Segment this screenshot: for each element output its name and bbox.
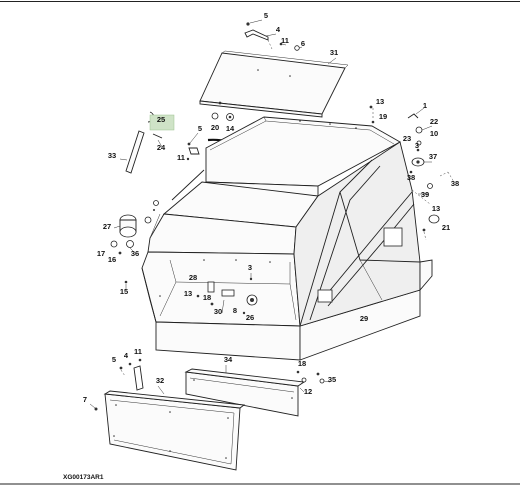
front-panel-hinge	[89, 358, 144, 411]
front-top-hardware	[186, 132, 200, 161]
prop-rod	[119, 111, 163, 174]
callout-13: 13	[432, 204, 440, 213]
callout-11: 11	[134, 347, 142, 356]
callout-3: 3	[415, 141, 419, 150]
callout-5: 5	[198, 124, 202, 133]
callout-1: 1	[423, 101, 427, 110]
callout-36: 36	[131, 249, 139, 258]
figure-code: XG00173AR1	[63, 474, 104, 481]
callout-13: 13	[184, 289, 192, 298]
callout-4: 4	[124, 351, 129, 360]
lower-bracket-hardware	[296, 370, 331, 393]
front-access-panel	[103, 385, 246, 471]
callout-17: 17	[97, 249, 105, 258]
left-side-parts	[110, 200, 159, 290]
callout-20: 20	[211, 123, 219, 132]
callout-39: 39	[421, 190, 429, 199]
callout-30: 30	[214, 307, 222, 316]
callout-11: 11	[281, 36, 289, 45]
callout-29: 29	[360, 314, 368, 323]
callout-23: 23	[403, 134, 411, 143]
callout-18: 18	[298, 359, 306, 368]
highlight-box	[149, 114, 175, 131]
callout-14: 14	[226, 124, 235, 133]
callout-18: 18	[203, 293, 211, 302]
callout-32: 32	[156, 376, 164, 385]
housing-front-top	[147, 181, 319, 255]
callout-6: 6	[301, 39, 305, 48]
callout-34: 34	[224, 355, 233, 364]
callout-10: 10	[430, 129, 438, 138]
callout-4: 4	[276, 25, 281, 34]
callout-33: 33	[108, 151, 116, 160]
callout-31: 31	[330, 48, 338, 57]
right-side-hardware	[369, 105, 455, 241]
callout-26: 26	[246, 313, 254, 322]
callout-24: 24	[157, 143, 166, 152]
callout-12: 12	[304, 387, 312, 396]
callout-27: 27	[103, 222, 111, 231]
housing-cavity	[159, 259, 297, 321]
callout-22: 22	[430, 117, 438, 126]
callout-7: 7	[83, 395, 87, 404]
housing-right-side	[293, 141, 433, 327]
callout-38: 38	[451, 179, 459, 188]
callout-28: 28	[189, 273, 197, 282]
callout-5: 5	[112, 355, 116, 364]
callout-3: 3	[248, 263, 252, 272]
callout-5: 5	[264, 11, 268, 20]
housing-bottom-skirt	[155, 289, 421, 361]
callout-21: 21	[442, 223, 450, 232]
callout-38: 38	[407, 173, 415, 182]
callout-35: 35	[328, 375, 336, 384]
lid-fasteners	[211, 112, 234, 121]
callout-11: 11	[177, 153, 185, 162]
callout-37: 37	[429, 152, 437, 161]
callout-15: 15	[120, 287, 128, 296]
hinge-bracket-top	[244, 19, 303, 51]
lid-panel	[199, 50, 349, 118]
callout-8: 8	[233, 306, 237, 315]
housing-internal-parts	[196, 273, 258, 315]
callout-19: 19	[379, 112, 387, 121]
callout-25: 25	[157, 115, 165, 124]
callout-labels: 1334455567810111111121313131415161718181…	[83, 11, 459, 404]
callout-13: 13	[376, 97, 384, 106]
callout-16: 16	[108, 255, 116, 264]
